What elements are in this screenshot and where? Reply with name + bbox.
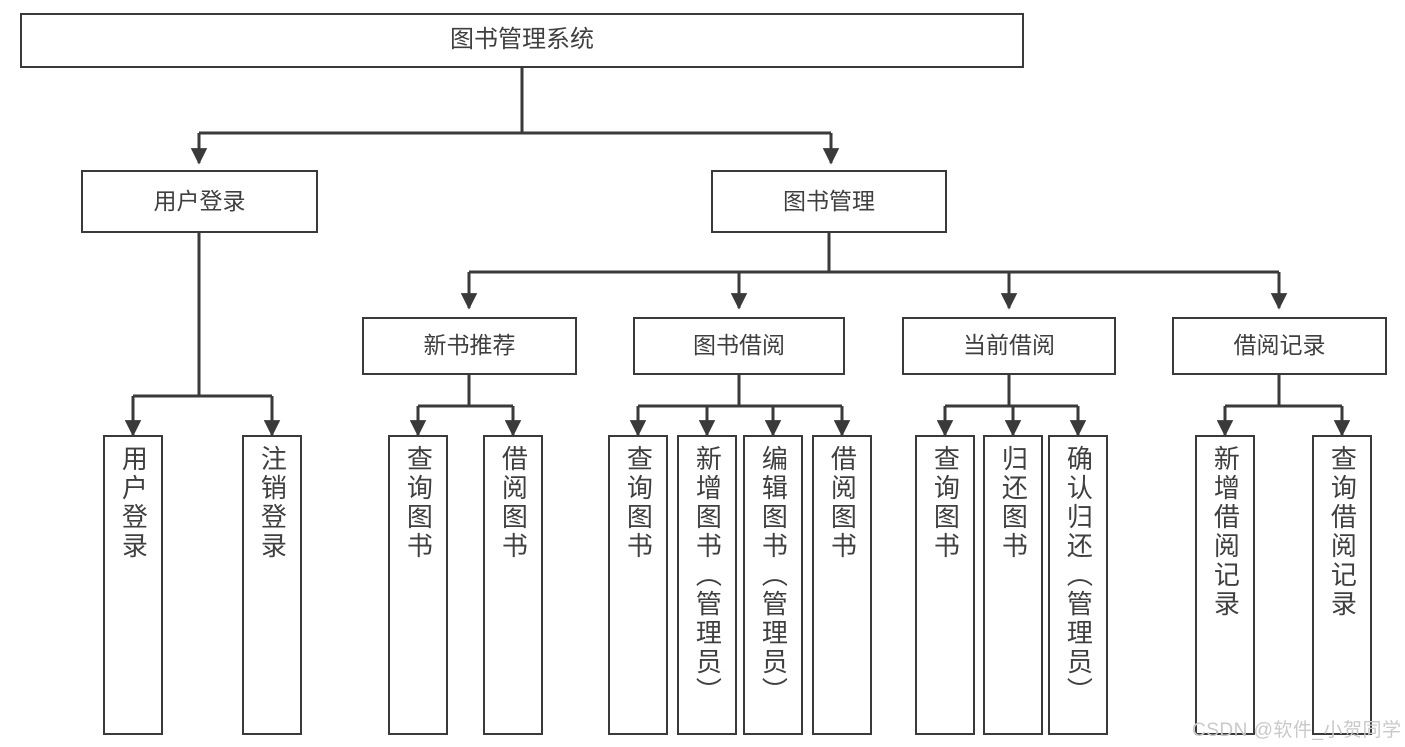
- leaf-query-book-current[interactable]: 查询图书: [915, 435, 975, 735]
- node-label: 注销登录: [257, 445, 288, 561]
- node-current-borrow[interactable]: 当前借阅: [902, 317, 1116, 375]
- node-label: 图书借阅: [693, 332, 785, 359]
- leaf-query-borrow-record[interactable]: 查询借阅记录: [1312, 435, 1372, 735]
- leaf-query-book-recommend[interactable]: 查询图书: [388, 435, 448, 735]
- leaf-add-book[interactable]: 新增图书（管理员）: [677, 435, 737, 735]
- node-label: 用户登录: [153, 187, 246, 214]
- node-root-book-management-system[interactable]: 图书管理系统: [20, 13, 1024, 68]
- leaf-confirm-return[interactable]: 确认归还（管理员）: [1048, 435, 1108, 735]
- node-label: 借阅图书: [498, 445, 529, 561]
- node-user-login[interactable]: 用户登录: [81, 170, 318, 233]
- node-label: 图书管理系统: [450, 26, 594, 54]
- node-label: 查询图书: [403, 445, 434, 561]
- node-label: 新增借阅记录: [1210, 445, 1241, 619]
- leaf-logout-login[interactable]: 注销登录: [242, 435, 302, 735]
- node-label: 查询图书: [623, 445, 654, 561]
- node-new-book-recommend[interactable]: 新书推荐: [362, 317, 577, 375]
- node-label: 借阅图书: [827, 445, 858, 561]
- node-label: 查询借阅记录: [1327, 445, 1358, 619]
- node-label: 用户登录: [118, 445, 149, 561]
- node-label: 当前借阅: [963, 332, 1055, 359]
- leaf-borrow-book[interactable]: 借阅图书: [812, 435, 872, 735]
- node-label: 图书管理: [783, 187, 875, 214]
- leaf-user-login[interactable]: 用户登录: [103, 435, 163, 735]
- node-label: 借阅记录: [1233, 332, 1326, 359]
- node-label: 新书推荐: [423, 332, 516, 359]
- leaf-query-book-borrow[interactable]: 查询图书: [608, 435, 668, 735]
- node-book-manage[interactable]: 图书管理: [711, 170, 947, 233]
- node-borrow-record[interactable]: 借阅记录: [1172, 317, 1387, 375]
- watermark: CSDN @软件_小贺同学: [1192, 720, 1402, 741]
- node-label: 归还图书: [998, 445, 1029, 561]
- leaf-edit-book[interactable]: 编辑图书（管理员）: [743, 435, 803, 735]
- leaf-add-borrow-record[interactable]: 新增借阅记录: [1195, 435, 1255, 735]
- leaf-return-book[interactable]: 归还图书: [983, 435, 1043, 735]
- node-book-borrow[interactable]: 图书借阅: [633, 317, 845, 375]
- node-label: 确认归还（管理员）: [1063, 445, 1094, 706]
- leaf-borrow-book-recommend[interactable]: 借阅图书: [483, 435, 543, 735]
- node-label: 查询图书: [930, 445, 961, 561]
- node-label: 编辑图书（管理员）: [758, 445, 789, 706]
- node-label: 新增图书（管理员）: [692, 445, 723, 706]
